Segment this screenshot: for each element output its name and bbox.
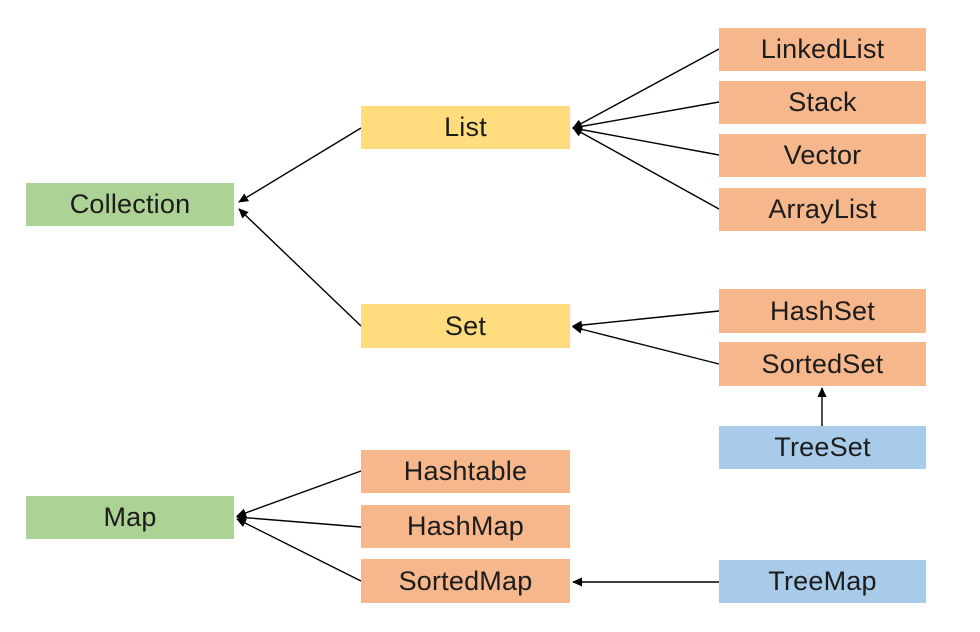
node-map: Map: [26, 496, 234, 539]
edge-hashtable-map: [236, 470, 362, 518]
edge-stack-list: [572, 101, 720, 131]
edge-arraylist-list: [572, 127, 720, 210]
node-hashmap: HashMap: [361, 505, 570, 548]
edge-set-collection: [238, 208, 362, 327]
node-set: Set: [361, 304, 570, 348]
edge-list-collection: [238, 127, 362, 203]
edge-sortedmap-map: [236, 518, 362, 582]
edge-sortedset-set: [572, 324, 720, 365]
node-vector: Vector: [719, 134, 926, 177]
edge-hashmap-map: [236, 513, 362, 528]
node-hashtable: Hashtable: [361, 450, 570, 493]
node-hashset: HashSet: [719, 289, 926, 333]
node-collection: Collection: [26, 183, 234, 226]
node-linkedlist: LinkedList: [719, 28, 926, 71]
node-stack: Stack: [719, 81, 926, 124]
node-treemap: TreeMap: [719, 560, 926, 603]
edge-hashset-set: [572, 310, 720, 330]
node-list: List: [361, 106, 570, 149]
node-treeset: TreeSet: [719, 426, 926, 469]
node-sortedset: SortedSet: [719, 342, 926, 386]
edge-linkedlist-list: [572, 48, 720, 129]
node-arraylist: ArrayList: [719, 188, 926, 231]
edge-vector-list: [572, 125, 720, 156]
node-sortedmap: SortedMap: [361, 559, 570, 603]
